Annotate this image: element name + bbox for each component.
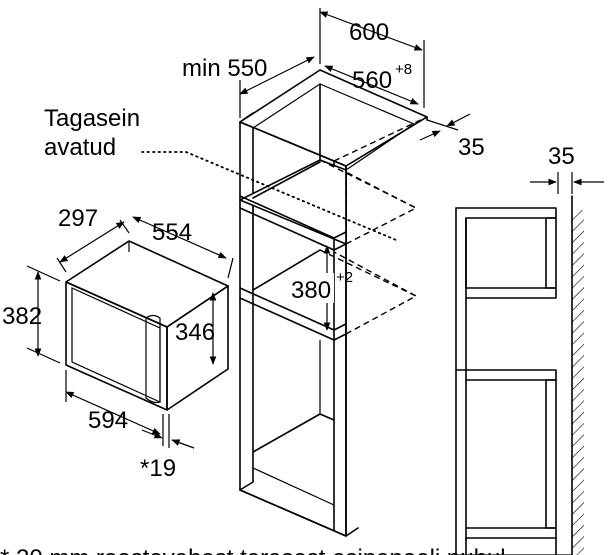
label-380-tol: +2	[336, 269, 353, 286]
back-open-callout: Tagasein avatud	[44, 105, 397, 241]
label-380: 380	[291, 277, 331, 304]
oven-control-panel	[145, 314, 161, 404]
cabinet-dashed-shelves	[319, 116, 428, 335]
dim-niche-380: 380 +2	[290, 245, 353, 331]
oven-front-face	[65, 281, 168, 411]
label-346: 346	[175, 319, 215, 346]
dim-cabinet-35: 35	[419, 113, 485, 161]
dim-oven-19: *19	[140, 414, 195, 482]
dim-oven-297: 297	[56, 205, 130, 273]
oven-side-face	[166, 285, 229, 411]
upper-shelf-front	[239, 195, 347, 239]
label-382: 382	[2, 303, 42, 330]
label-min550: min 550	[182, 55, 267, 82]
dim-oven-594: 594	[65, 370, 164, 446]
label-tagasein: Tagasein	[44, 105, 140, 132]
dim-cabinet-560: 560 +8	[324, 61, 419, 105]
label-600: 600	[349, 19, 389, 46]
lower-shelf-front	[239, 287, 347, 331]
label-35-top: 35	[458, 134, 485, 161]
side-view-drawing	[455, 195, 584, 555]
dim-oven-346: 346	[175, 292, 217, 365]
dim-side-35: 35	[530, 143, 604, 194]
label-19: *19	[140, 455, 176, 482]
label-554: 554	[152, 219, 192, 246]
cabinet-plinth	[239, 489, 359, 537]
label-avatud: avatud	[44, 134, 116, 161]
label-35-side: 35	[548, 143, 575, 170]
dim-oven-382: 382	[2, 265, 61, 364]
label-560-tol: +8	[395, 61, 412, 78]
dim-oven-554: 554	[132, 216, 234, 279]
dim-cabinet-600: 600	[319, 8, 425, 108]
label-297: 297	[58, 205, 98, 232]
oven-top-face	[65, 240, 229, 328]
dim-cabinet-min550: min 550	[182, 55, 315, 118]
label-594: 594	[88, 407, 128, 434]
footnote: * 20 mm roostevabast terasest esipaneeli…	[0, 545, 506, 555]
wall-hatch	[572, 210, 584, 555]
label-560: 560	[352, 67, 392, 94]
